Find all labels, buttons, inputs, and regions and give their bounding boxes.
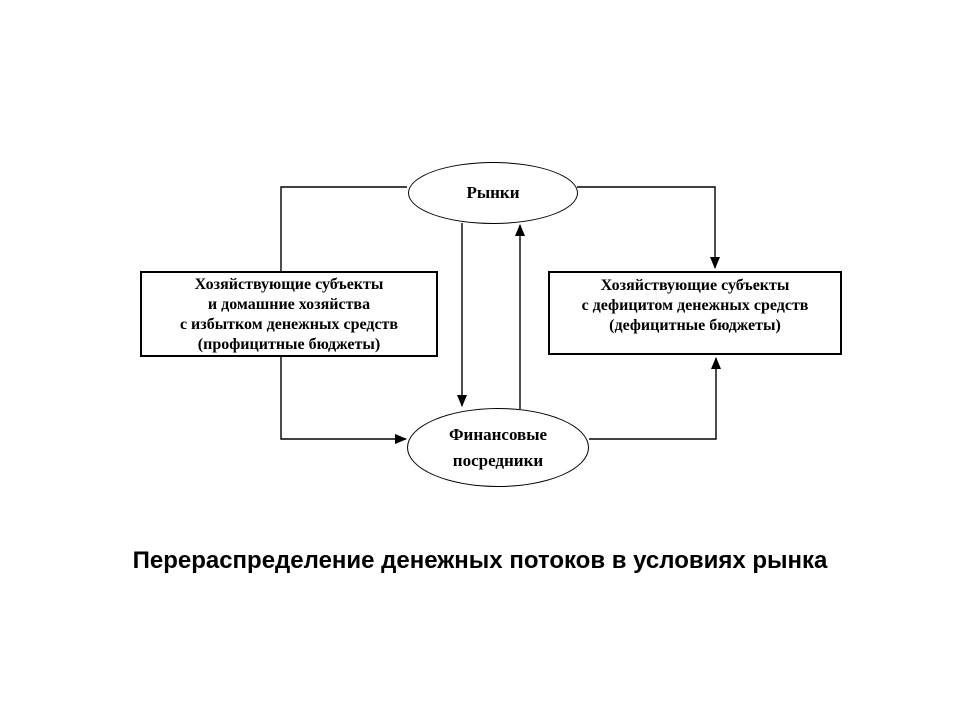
markets-label: Рынки — [466, 183, 520, 202]
slide-caption: Перераспределение денежных потоков в усл… — [132, 547, 828, 574]
surplus-box-line: и домашние хозяйства — [207, 296, 371, 313]
intermediaries-label-line: Финансовые — [448, 424, 548, 444]
node-deficit-entities-box: Хозяйствующие субъекты с дефицитом денеж… — [548, 271, 842, 355]
node-financial-intermediaries-ellipse: Финансовые посредники — [407, 408, 589, 487]
deficit-box-line: Хозяйствующие субъекты — [600, 277, 790, 294]
deficit-box-line: (дефицитные бюджеты) — [609, 317, 781, 334]
deficit-box-line: с дефицитом денежных средств — [581, 297, 809, 314]
surplus-box-line: с избытком денежных средств — [179, 316, 399, 333]
intermediaries-label-line: посредники — [452, 450, 544, 470]
edge-markets-to-deficit — [577, 186, 720, 269]
edge-intermediaries-to-deficit — [589, 357, 721, 440]
edge-surplus-to-intermediaries — [280, 357, 407, 444]
surplus-box-line: (профицитные бюджеты) — [197, 336, 381, 353]
edge-surplus-to-markets — [280, 186, 407, 271]
node-surplus-entities-box: Хозяйствующие субъекты и домашние хозяйс… — [140, 271, 438, 357]
node-markets-ellipse: Рынки — [408, 162, 578, 224]
surplus-box-line: Хозяйствующие субъекты — [194, 276, 384, 293]
